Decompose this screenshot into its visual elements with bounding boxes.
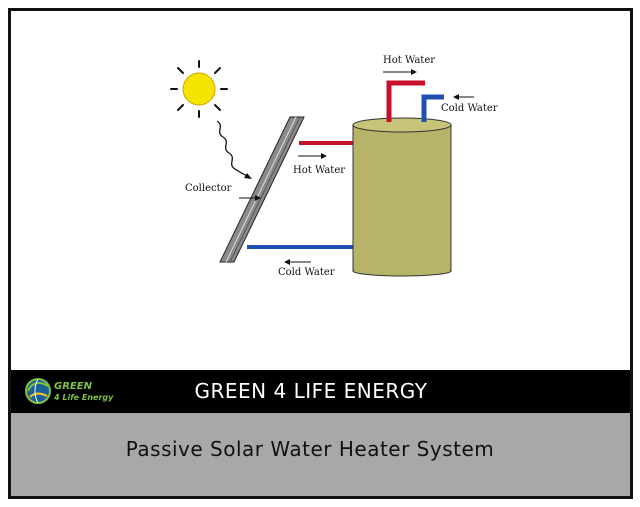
hot-pipe-middle [299, 141, 355, 145]
image-frame: Hot Water Cold Water Collector Hot Water… [8, 8, 633, 499]
logo-word-life-energy: 4 Life Energy [53, 393, 114, 402]
cold-water-bottom-label: Cold Water [278, 267, 335, 278]
green-4-life-logo: GREEN 4 Life Energy [25, 378, 114, 404]
hot-water-middle-label: Hot Water [293, 165, 345, 176]
logo-word-green: GREEN [54, 381, 93, 392]
collector-panel [219, 116, 305, 263]
caption-bar: Passive Solar Water Heater System [11, 413, 630, 496]
cold-pipe-inlet [421, 94, 444, 122]
collector-label: Collector [185, 183, 232, 194]
hot-pipe-outlet [386, 80, 425, 122]
brand-banner: GREEN 4 Life Energy GREEN 4 LIFE ENERGY [11, 370, 630, 413]
cold-water-top-label: Cold Water [441, 103, 498, 114]
radiation-arrow [216, 120, 252, 179]
sun-icon [170, 60, 228, 118]
cold-pipe-bottom [247, 245, 355, 249]
banner-title: GREEN 4 LIFE ENERGY [194, 379, 428, 403]
hot-water-top-label: Hot Water [383, 55, 435, 66]
storage-tank [352, 117, 452, 277]
caption-title: Passive Solar Water Heater System [125, 437, 495, 461]
solar-water-heater-diagram: Hot Water Cold Water Collector Hot Water… [170, 55, 498, 278]
